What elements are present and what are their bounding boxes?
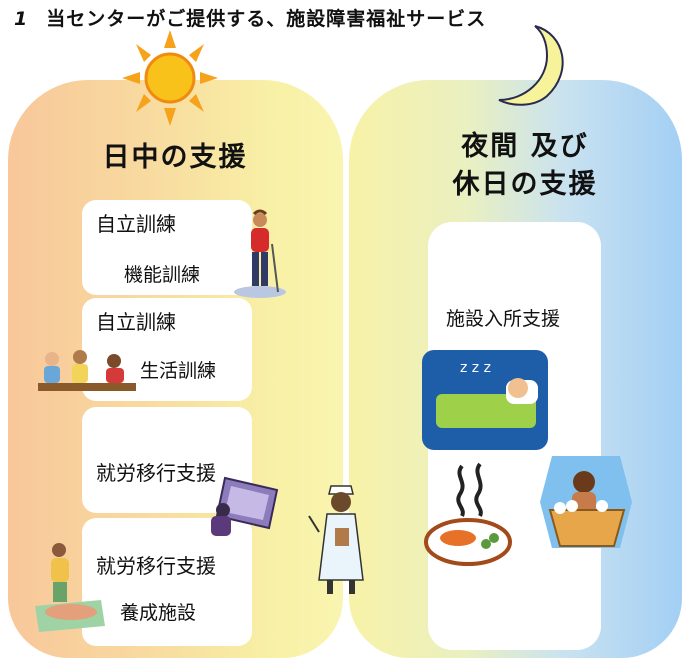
card-text: 施設入所支援 — [446, 308, 561, 330]
title-number: 1 — [14, 8, 29, 30]
page-title: 1 当センターがご提供する、施設障害福祉サービス — [14, 4, 486, 31]
massage-icon — [35, 543, 105, 632]
nurse-icon — [308, 485, 364, 594]
night-heading-line2: 休日の支援 — [452, 169, 598, 200]
card-line1: 自立訓練 — [96, 212, 176, 236]
day-heading: 日中の支援 — [102, 142, 248, 173]
card-line2: 養成施設 — [120, 602, 197, 624]
bath-icon — [540, 456, 632, 548]
sleeping-person-icon: z z z — [422, 350, 548, 450]
walking-cane-person-icon — [234, 209, 286, 298]
card-line1: 就労移行支援 — [96, 554, 216, 578]
card-line1: 就労移行支援 — [96, 461, 216, 485]
card-line2: 生活訓練 — [140, 360, 217, 382]
card-line1: 自立訓練 — [96, 310, 176, 334]
sun-icon — [122, 30, 218, 126]
card-living-training: 自立訓練 生活訓練 — [82, 298, 252, 401]
title-text: 当センターがご提供する、施設障害福祉サービス — [46, 8, 487, 30]
night-heading: 夜間 及び 休日の支援 — [425, 128, 625, 204]
computer-worker-icon — [211, 476, 279, 536]
svg-text:z z z: z z z — [460, 360, 491, 376]
card-employment-training-facility: 就労移行支援 養成施設 — [82, 518, 252, 646]
moon-icon — [498, 25, 564, 106]
hot-meal-icon — [424, 462, 512, 566]
card-line2: 機能訓練 — [124, 264, 201, 286]
night-heading-line1: 夜間 及び — [461, 131, 589, 162]
card-functional-training: 自立訓練 機能訓練 — [82, 200, 252, 295]
conversation-people-icon — [38, 350, 136, 391]
